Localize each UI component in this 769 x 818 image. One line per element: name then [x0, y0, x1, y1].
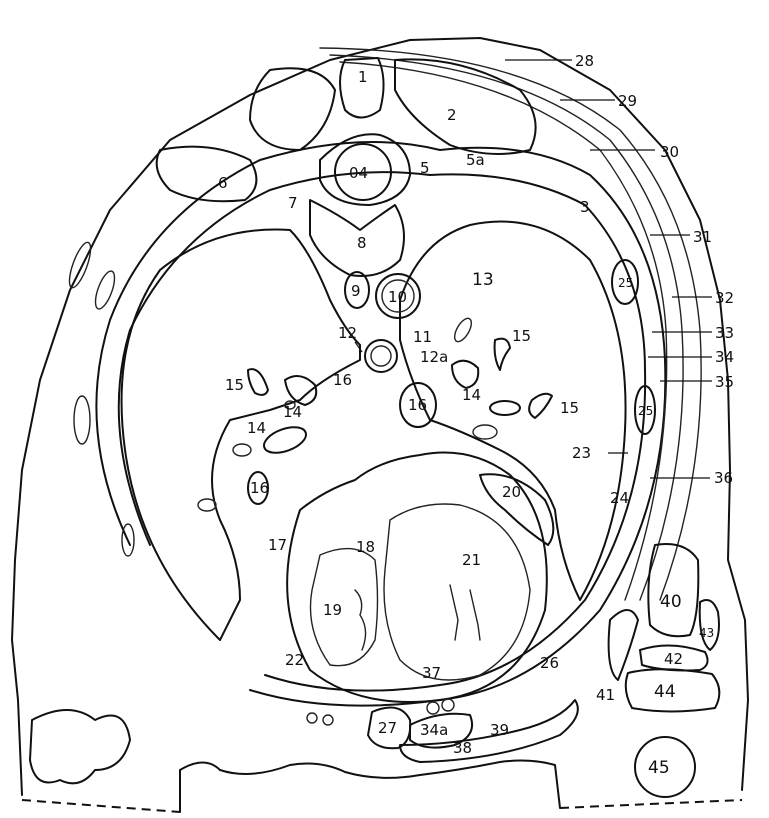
label-10: 10 — [388, 288, 407, 306]
label-22: 22 — [285, 651, 304, 669]
spinous-process — [340, 58, 384, 118]
label-38: 38 — [453, 739, 472, 757]
label-28: 28 — [575, 52, 594, 70]
label-15-upper-right: 15 — [512, 327, 531, 345]
label-41: 41 — [596, 686, 615, 704]
left-rib-b — [92, 269, 119, 311]
node-d — [323, 715, 333, 725]
label-42: 42 — [664, 650, 683, 668]
vessel-15-lower-right — [529, 394, 552, 418]
inner-wall-ring — [119, 172, 645, 690]
label-33: 33 — [715, 324, 734, 342]
cut-line-right — [560, 800, 742, 808]
vessel-15-left — [248, 369, 268, 395]
label-15-left: 15 — [225, 376, 244, 394]
label-45: 45 — [648, 758, 670, 778]
label-14-left-lower: 14 — [247, 419, 266, 437]
label-36: 36 — [714, 469, 733, 487]
node-b — [442, 699, 454, 711]
node-a — [427, 702, 439, 714]
label-43: 43 — [699, 626, 714, 640]
label-14-left: 14 — [283, 403, 302, 421]
label-25-upper: 25 — [618, 276, 633, 290]
label-11: 11 — [413, 328, 432, 346]
label-34: 34 — [715, 348, 734, 366]
vessel-14-right — [490, 401, 520, 415]
label-12: 12 — [338, 324, 357, 342]
scapula-left — [30, 710, 130, 783]
label-25-lower: 25 — [638, 404, 653, 418]
label-16-lower: 16 — [250, 479, 269, 497]
label-14-right: 14 — [462, 386, 481, 404]
label-13: 13 — [472, 270, 494, 290]
lower-edge — [180, 761, 560, 812]
label-8: 8 — [357, 234, 367, 252]
small-vessel-a — [451, 316, 474, 345]
label-5a: 5a — [466, 151, 485, 169]
label-18: 18 — [356, 538, 375, 556]
muscle-left-erector — [250, 68, 335, 150]
muscle-2 — [395, 59, 536, 154]
small-vessel-c — [233, 444, 251, 456]
cut-line-left — [22, 800, 180, 812]
trachea — [365, 340, 397, 372]
label-32: 32 — [715, 289, 734, 307]
left-rib-a — [65, 240, 95, 290]
label-27: 27 — [378, 719, 397, 737]
label-7: 7 — [288, 194, 298, 212]
outer-wall-ring — [96, 142, 665, 706]
label-1: 1 — [358, 68, 368, 86]
label-16-left: 16 — [333, 371, 352, 389]
left-ventricle — [384, 504, 530, 680]
label-20: 20 — [502, 483, 521, 501]
septum-detail — [450, 585, 480, 640]
structure-41 — [609, 610, 638, 680]
valve-detail — [355, 590, 366, 650]
label-19: 19 — [323, 601, 342, 619]
label-39: 39 — [490, 721, 509, 739]
right-ventricle — [310, 549, 377, 666]
label-26: 26 — [540, 654, 559, 672]
label-21: 21 — [462, 551, 481, 569]
label-24: 24 — [610, 489, 629, 507]
label-16-center: 16 — [408, 396, 427, 414]
label-31: 31 — [693, 228, 712, 246]
label-5: 5 — [420, 159, 430, 177]
label-9: 9 — [351, 282, 361, 300]
label-12a: 12a — [420, 348, 448, 366]
bronchus-right — [452, 361, 478, 388]
label-3: 3 — [580, 198, 590, 216]
label-40: 40 — [660, 592, 682, 612]
label-17: 17 — [268, 536, 287, 554]
node-c — [307, 713, 317, 723]
vessel-14-left-lower — [261, 422, 310, 458]
label-04: 04 — [349, 164, 368, 182]
label-29: 29 — [618, 92, 637, 110]
label-6: 6 — [218, 174, 228, 192]
right-lung — [400, 222, 626, 600]
small-vessel-b — [473, 425, 497, 439]
label-44: 44 — [654, 682, 676, 702]
vessel-15-upper-right — [495, 339, 510, 370]
trachea-inner — [371, 346, 391, 366]
label-2: 2 — [447, 106, 457, 124]
label-37: 37 — [422, 664, 441, 682]
structure-43 — [700, 600, 719, 650]
small-vessel-d — [198, 499, 216, 511]
label-23: 23 — [572, 444, 591, 462]
left-lung — [122, 230, 360, 641]
label-30: 30 — [660, 143, 679, 161]
label-34a: 34a — [420, 721, 448, 739]
label-15-lower-right: 15 — [560, 399, 579, 417]
left-rib-c — [74, 396, 90, 444]
label-35: 35 — [715, 373, 734, 391]
